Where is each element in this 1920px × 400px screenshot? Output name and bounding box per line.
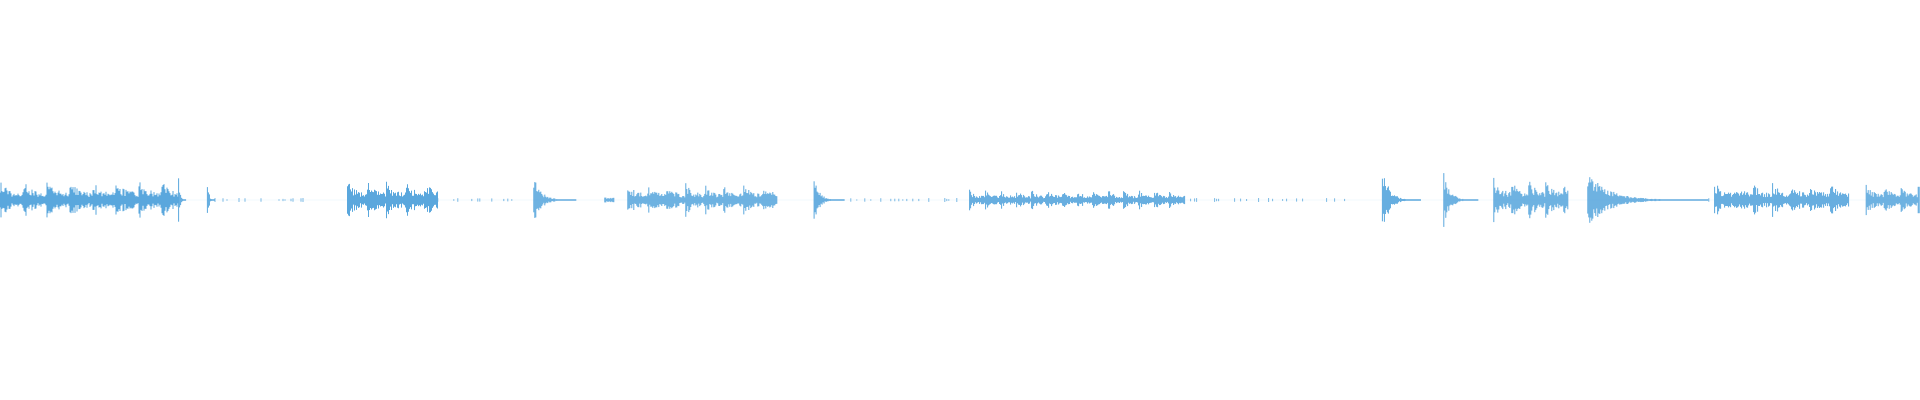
waveform-track: [0, 173, 1920, 227]
